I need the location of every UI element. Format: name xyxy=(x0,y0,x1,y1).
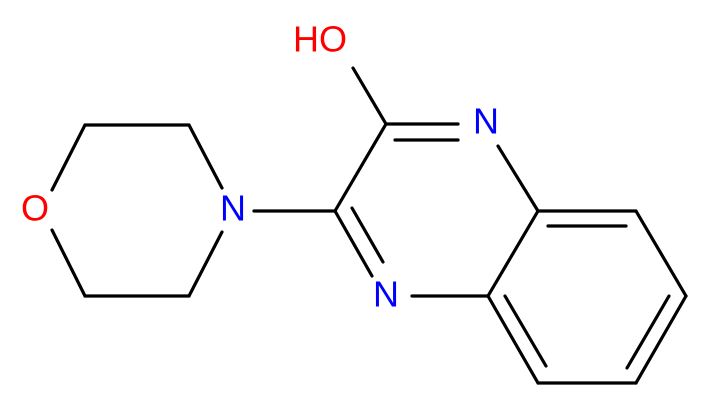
bond-benz-bottom-right xyxy=(634,294,688,385)
bond-benz-bottom-left xyxy=(486,294,540,385)
ring-oxygen-label: O xyxy=(21,188,49,229)
bond-benz-bottom-right-inner xyxy=(625,294,671,370)
pyrazine-n4-label: N xyxy=(373,274,399,315)
bond-c3-c2 xyxy=(333,122,388,213)
pyrazine-n1-label: N xyxy=(473,101,499,142)
bond-benz-top-right xyxy=(634,209,688,298)
bond-c2-oh xyxy=(351,66,388,126)
pyrazine-ring xyxy=(333,122,540,298)
bond-c8a-c4a xyxy=(486,209,540,298)
bond-morph-top-left xyxy=(50,123,87,192)
bond-morph-bottom-right xyxy=(187,230,224,298)
bond-c3-n4-b xyxy=(350,206,385,264)
bond-n1-c8a xyxy=(496,144,540,213)
hydroxyl-label: HO xyxy=(293,19,347,60)
bond-morph-top-right xyxy=(187,123,224,190)
bond-benz-bottom-left-inner xyxy=(503,294,548,368)
morpholine-nitrogen-label: N xyxy=(220,188,246,229)
morpholine-ring xyxy=(50,123,224,298)
bond-morph-bottom-left xyxy=(50,228,87,298)
bond-c3-n4-a xyxy=(333,209,374,278)
benzene-ring xyxy=(486,209,688,385)
